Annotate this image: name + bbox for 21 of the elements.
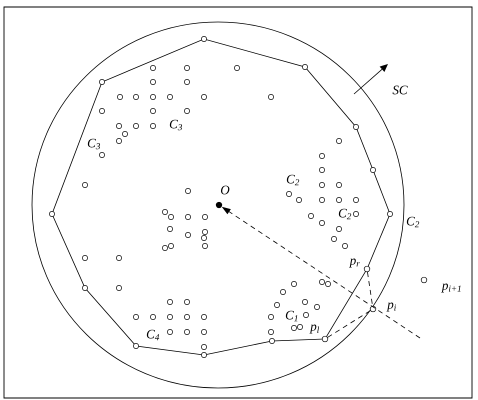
region-label: C$_{3}$ xyxy=(88,138,100,150)
region-label: SC xyxy=(392,86,408,94)
connector xyxy=(367,272,373,306)
point-label: O xyxy=(220,186,230,194)
region-label: C$_{2}$ xyxy=(286,174,300,186)
point xyxy=(216,202,222,208)
region-label: C$_{3}$ xyxy=(170,120,182,130)
point-label: p$_{l}$ xyxy=(309,324,320,334)
region-label: C$_{4}$ xyxy=(146,330,160,340)
connector xyxy=(326,271,366,337)
point-label: p$_{i+1}$ xyxy=(441,284,461,292)
point-label: p$_{i}$ xyxy=(386,302,396,312)
point-label: p$_{r}$ xyxy=(348,258,360,268)
connector xyxy=(327,310,371,338)
point xyxy=(370,306,376,312)
region-label: C$_{2}$ xyxy=(406,216,420,228)
region-label: C$_{1}$ xyxy=(286,310,298,322)
point xyxy=(322,336,328,342)
region-label: C$_{2}$ xyxy=(338,208,352,220)
point xyxy=(420,276,428,284)
point xyxy=(364,266,370,272)
